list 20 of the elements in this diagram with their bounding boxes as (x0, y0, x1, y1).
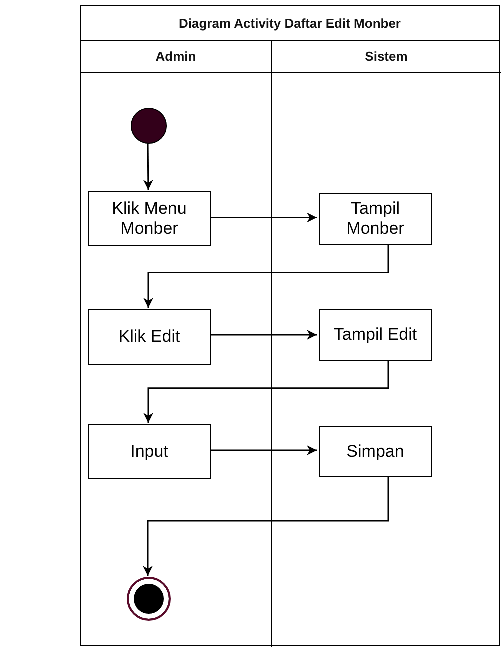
pool-header: Diagram Activity Daftar Edit Monber (178, 16, 401, 30)
action-box: Klik Edit (88, 309, 211, 365)
arrow (210, 330, 317, 340)
arrow (143, 476, 390, 576)
lane-header: Admin (156, 49, 196, 64)
arrow (210, 212, 317, 223)
action-box: Klik Menu Monber (88, 191, 211, 246)
arrow (143, 143, 154, 190)
arrow (144, 360, 390, 423)
end-node (127, 577, 171, 621)
action-box: Simpan (319, 426, 432, 477)
action-box: Tampil Monber (319, 193, 432, 245)
start-node (131, 108, 167, 144)
arrow (144, 244, 390, 308)
swimlane (271, 41, 501, 647)
action-box: Input (88, 424, 211, 479)
swimlane-pool (80, 5, 500, 646)
action-box: Tampil Edit (319, 309, 432, 361)
lane-header: Sistem (365, 49, 408, 64)
arrow (210, 446, 317, 456)
